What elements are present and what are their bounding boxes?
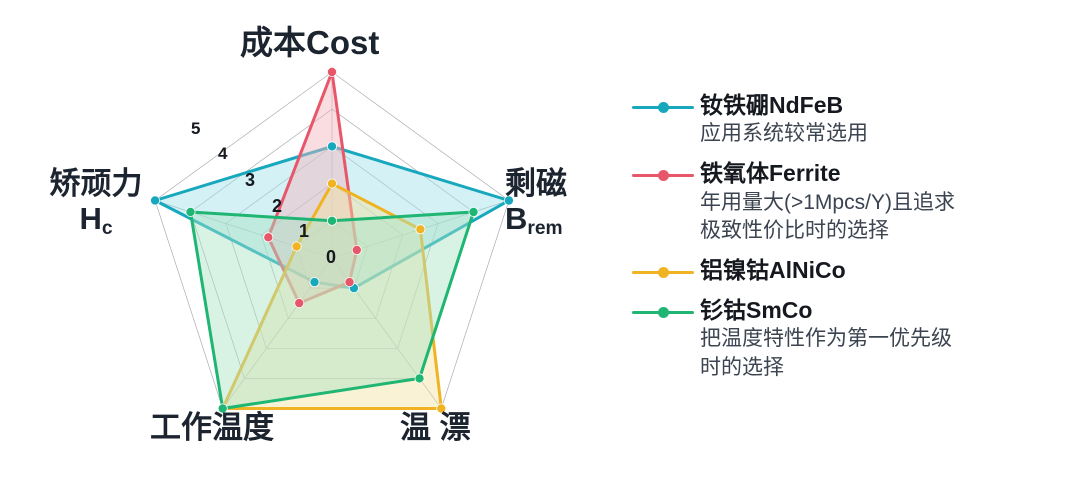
legend-desc-ferrite-line2: 极致性价比时的选择 [700,218,889,242]
tick-label-1: 1 [299,221,310,241]
tick-label-5: 5 [191,119,201,138]
legend-desc-ndfeb-line1: 应用系统较常选用 [700,122,868,146]
axis-label-temperature-drift-text: 温 漂 [400,410,471,445]
legend-swatch-ferrite [632,164,694,186]
legend-swatch-alnico [632,261,694,283]
radar-plot [150,67,514,414]
axis-label-work-temperature: 工作温度 [150,410,274,445]
legend-item-ndfeb[interactable]: 钕铁硼NdFeB 应用系统较常选用 [632,92,1080,147]
radar-chart-panel: 成本Cost 剩磁 Brem 矫顽力 Hc 工作温度 温 漂 0 1 2 3 4… [36,24,568,445]
legend-desc-ferrite-line1: 年用量大(>1Mpcs/Y)且追求 [700,190,955,214]
axis-label-hc-cn: 矫顽力 [49,166,143,201]
legend-item-alnico[interactable]: 铝镍钴AlNiCo [632,257,1080,284]
legend-desc-smco-line1: 把温度特性作为第一优先级 [700,327,952,351]
tick-label-0: 0 [326,247,337,267]
axis-label-hc: 矫顽力 Hc [36,166,156,238]
legend-text-ferrite: 铁氧体Ferrite 年用量大(>1Mpcs/Y)且追求 极致性价比时的选择 [694,160,955,244]
legend-item-ferrite[interactable]: 铁氧体Ferrite 年用量大(>1Mpcs/Y)且追求 极致性价比时的选择 [632,160,1080,244]
legend-desc-smco-line2: 时的选择 [700,355,784,379]
axis-label-hc-symbol: H [79,200,102,236]
legend-title-alnico: 铝镍钴AlNiCo [700,257,846,284]
axis-label-hc-subscript: c [101,217,113,239]
axis-label-brem-subscript: rem [527,217,563,239]
legend-text-ndfeb: 钕铁硼NdFeB 应用系统较常选用 [694,92,868,147]
tick-label-3: 3 [245,170,256,190]
axis-label-brem-cn: 剩磁 [505,166,567,201]
axis-label-brem: 剩磁 Brem [505,166,567,238]
tick-label-2: 2 [272,196,283,216]
tick-label-4: 4 [218,144,228,163]
legend-title-ndfeb: 钕铁硼NdFeB [700,92,844,118]
legend-swatch-ndfeb [632,96,694,118]
chart-legend: 钕铁硼NdFeB 应用系统较常选用 铁氧体Ferrite 年用量大(>1Mpcs… [620,0,1080,484]
axis-label-work-temperature-text: 工作温度 [150,410,274,445]
legend-title-smco: 钐钴SmCo [700,297,813,324]
axis-label-cost-text: 成本Cost [240,24,380,61]
axis-label-temperature-drift: 温 漂 [400,410,471,445]
axis-label-brem-symbol: B [505,200,528,236]
legend-item-smco[interactable]: 钐钴SmCo 把温度特性作为第一优先级 时的选择 [632,297,1080,381]
legend-title-ferrite: 铁氧体Ferrite [700,160,841,187]
legend-text-alnico: 铝镍钴AlNiCo [694,257,846,284]
axis-label-cost: 成本Cost [240,24,380,61]
legend-swatch-smco [632,301,694,323]
legend-text-smco: 钐钴SmCo 把温度特性作为第一优先级 时的选择 [694,297,952,381]
